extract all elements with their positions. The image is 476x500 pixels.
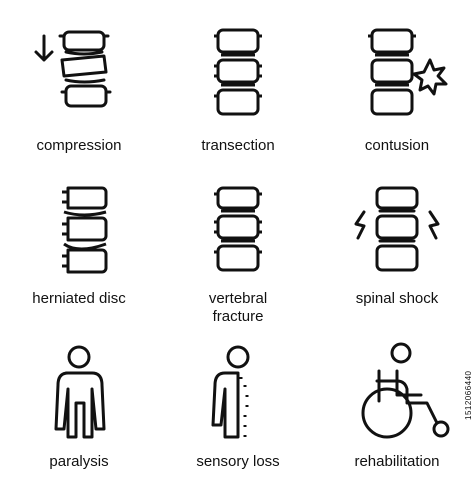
label-rehabilitation: rehabilitation	[354, 453, 440, 470]
icon-tile-paralysis: paralysis	[0, 335, 158, 495]
label-compression: compression	[36, 137, 122, 154]
label-sensory-loss: sensory loss	[196, 453, 280, 470]
vertebral-fracture-icon	[159, 182, 317, 282]
contusion-spine-icon	[318, 22, 476, 122]
sensory-loss-icon	[159, 341, 317, 446]
rehabilitation-wheelchair-icon	[318, 341, 476, 446]
icon-tile-transection: transection	[159, 0, 317, 160]
icon-tile-contusion: contusion	[318, 0, 476, 160]
label-transection: transection	[201, 137, 275, 154]
icon-tile-compression: compression	[0, 0, 158, 160]
compression-spine-icon	[0, 22, 158, 122]
label-paralysis: paralysis	[49, 453, 109, 470]
herniated-disc-icon	[0, 182, 158, 282]
icon-tile-sensory-loss: sensory loss	[159, 335, 317, 495]
stock-id-text: 1512066440	[464, 370, 473, 420]
icon-tile-rehabilitation: rehabilitation	[318, 335, 476, 495]
icon-tile-spinal-shock: spinal shock	[318, 170, 476, 330]
transection-spine-icon	[159, 22, 317, 122]
label-vertebral-fracture: vertebral fracture	[208, 290, 268, 325]
icon-tile-vertebral-fracture: vertebral fracture	[159, 170, 317, 330]
icon-tile-herniated-disc: herniated disc	[0, 170, 158, 330]
label-contusion: contusion	[364, 137, 430, 154]
paralysis-icon	[0, 341, 158, 446]
spinal-shock-icon	[318, 182, 476, 282]
label-herniated-disc: herniated disc	[32, 290, 126, 307]
label-spinal-shock: spinal shock	[355, 290, 439, 307]
